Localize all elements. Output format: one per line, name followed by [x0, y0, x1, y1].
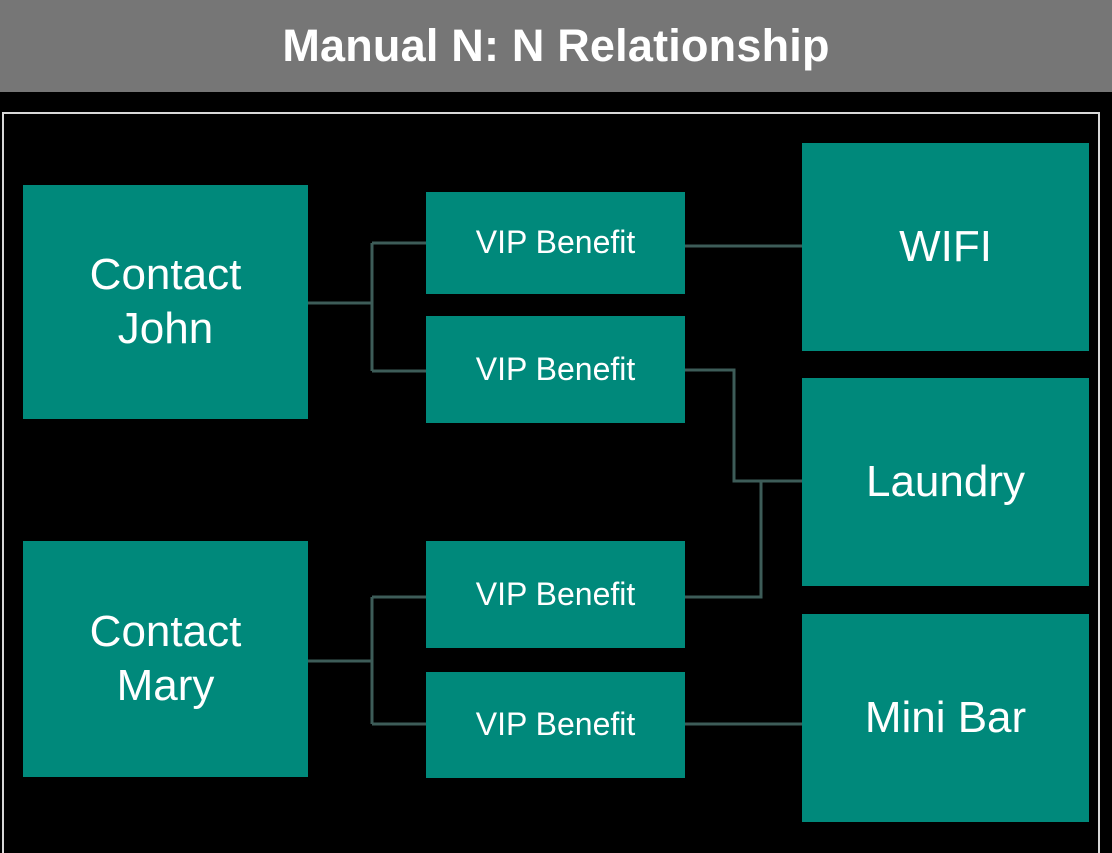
page-title: Manual N: N Relationship [282, 20, 830, 71]
header-bar [0, 0, 1112, 92]
service-laundry-label: Laundry [865, 457, 1025, 507]
vip-benefit-1-label: VIP Benefit [475, 224, 636, 261]
node-service-wifi[interactable]: WIFI [802, 143, 1089, 351]
contact-mary-line1: Contact [89, 607, 242, 657]
contact-mary-line2: Mary [116, 661, 215, 710]
vip-benefit-3-label: VIP Benefit [475, 575, 636, 612]
node-vip-benefit-1[interactable]: VIP Benefit [426, 192, 685, 294]
node-vip-benefit-2[interactable]: VIP Benefit [426, 316, 685, 423]
contact-john-line1: Contact [89, 250, 242, 300]
node-vip-benefit-3[interactable]: VIP Benefit [426, 541, 685, 648]
node-service-minibar[interactable]: Mini Bar [802, 614, 1089, 822]
node-vip-benefit-4[interactable]: VIP Benefit [426, 672, 685, 778]
vip-benefit-4-label: VIP Benefit [475, 706, 636, 743]
contact-john-line2: John [117, 304, 214, 353]
service-wifi-label: WIFI [899, 222, 992, 272]
node-contact-mary[interactable]: Contact Mary [23, 541, 308, 777]
service-minibar-label: Mini Bar [864, 693, 1027, 743]
node-contact-john[interactable]: Contact John [23, 185, 308, 419]
node-service-laundry[interactable]: Laundry [802, 378, 1089, 586]
vip-benefit-2-label: VIP Benefit [475, 350, 636, 387]
